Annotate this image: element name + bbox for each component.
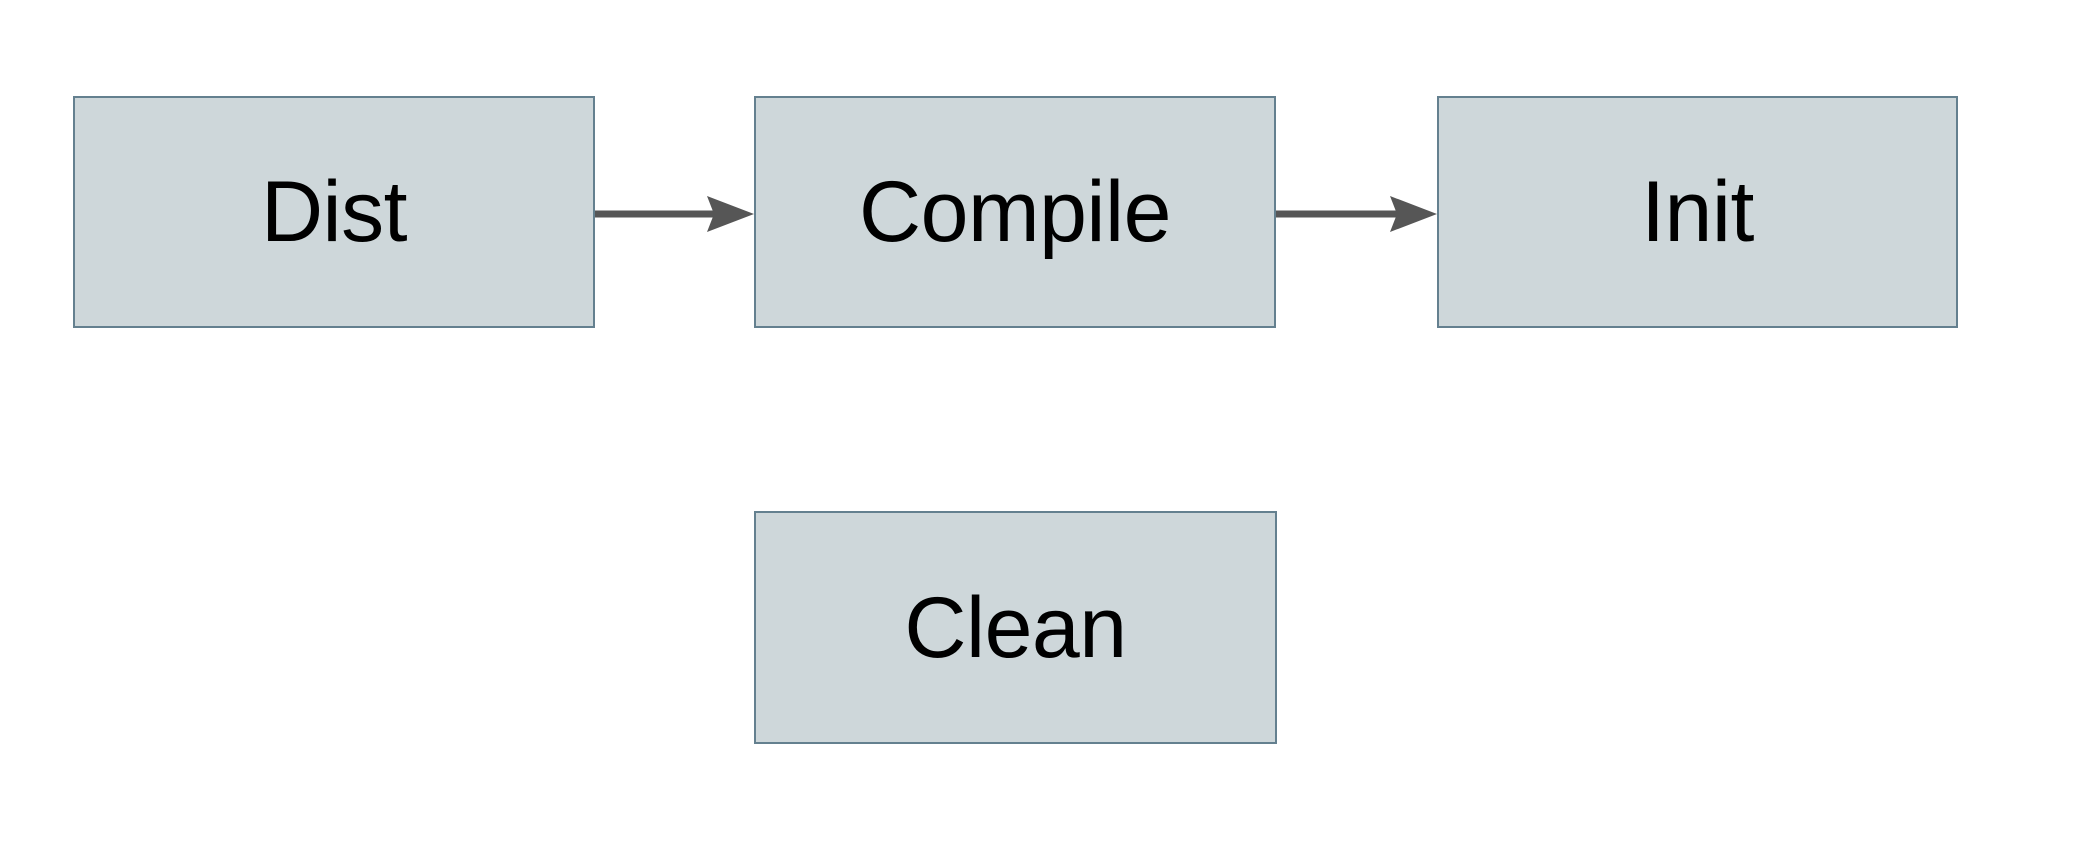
node-compile[interactable]: Compile	[754, 96, 1276, 328]
node-label-compile: Compile	[859, 164, 1171, 260]
node-label-init: Init	[1641, 164, 1754, 260]
edge-hit-compile-to-init[interactable]	[1276, 194, 1437, 234]
node-dist[interactable]: Dist	[73, 96, 595, 328]
node-init[interactable]: Init	[1437, 96, 1958, 328]
node-clean[interactable]: Clean	[754, 511, 1277, 744]
node-label-dist: Dist	[260, 164, 408, 260]
edge-hit-dist-to-compile[interactable]	[595, 194, 754, 234]
node-label-clean: Clean	[904, 579, 1127, 676]
